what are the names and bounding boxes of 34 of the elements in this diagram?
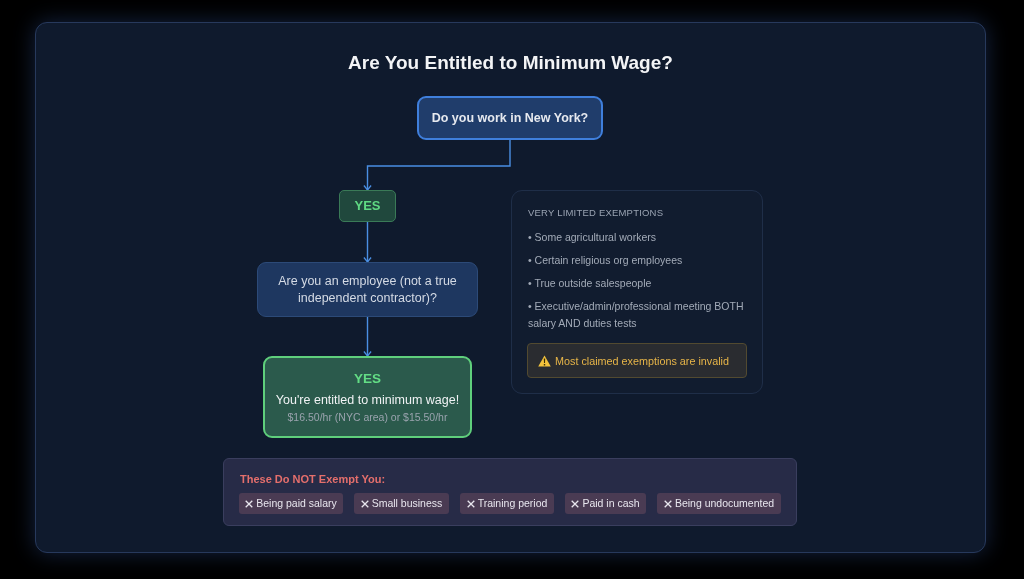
tag-chip xyxy=(354,493,449,514)
diagram-title: Are You Entitled to Minimum Wage? xyxy=(348,52,673,74)
tag-chip xyxy=(239,493,343,514)
outcome-label: YES xyxy=(354,198,381,214)
panel-heading: These Do NOT Exempt You: xyxy=(240,472,386,486)
panel-heading: VERY LIMITED EXEMPTIONS xyxy=(528,207,664,219)
tag-label: Small business xyxy=(371,497,443,510)
exemptions-panel xyxy=(511,190,763,394)
result-text: You're entitled to minimum wage! xyxy=(275,391,460,409)
warning-box xyxy=(527,343,747,378)
list-item: • Certain religious org employees xyxy=(528,253,684,268)
non-exemptions-panel xyxy=(223,458,797,526)
question-box xyxy=(257,262,478,317)
list-item: • True outside salespeople xyxy=(528,276,653,291)
tag-chip xyxy=(460,493,554,514)
tag-label: Training period xyxy=(477,497,548,510)
warning-text: Most claimed exemptions are invalid xyxy=(555,353,730,368)
question-text: Do you work in New York? xyxy=(431,110,589,126)
list-item: • Executive/admin/professional meeting BOTH salary AND duties tests xyxy=(528,299,745,331)
question-text: Are you an employee (not a true independent contractor)? xyxy=(277,272,458,307)
arrow xyxy=(363,221,372,263)
outcome-box xyxy=(339,190,396,222)
tag-label: Paid in cash xyxy=(582,497,640,510)
tag-label: Being undocumented xyxy=(674,497,775,510)
question-box xyxy=(417,96,603,140)
wage-rate-text: $16.50/hr (NYC area) or $15.50/hr xyxy=(287,409,448,424)
list-item: • Some agricultural workers xyxy=(528,230,657,245)
tag-label: Being paid salary xyxy=(256,497,337,510)
arrow xyxy=(363,316,372,357)
arrow xyxy=(363,139,511,191)
result-box xyxy=(263,356,472,438)
result-heading: YES xyxy=(354,370,381,387)
tag-chip xyxy=(657,493,781,514)
tag-chip xyxy=(565,493,646,514)
